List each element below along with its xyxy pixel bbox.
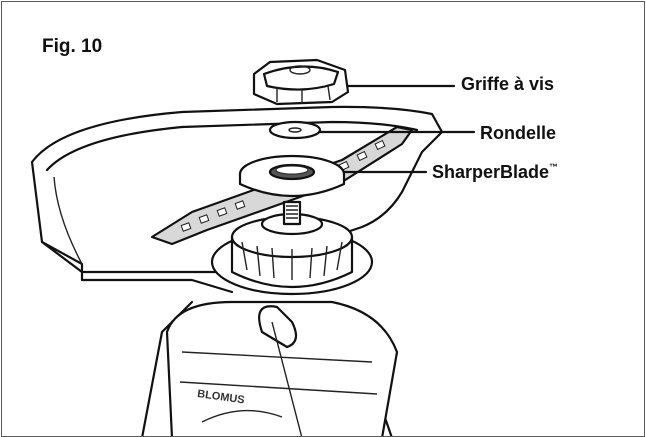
callout-sharperblade: SharperBlade™ — [432, 162, 559, 182]
sharperblade-part — [238, 154, 346, 198]
base-body: BLOMUS — [141, 300, 399, 436]
figure-label: Fig. 10 — [42, 36, 103, 57]
callout-griffe-a-vis: Griffe à vis — [461, 74, 555, 94]
griffe-a-vis-part — [252, 58, 350, 106]
rondelle-part — [268, 120, 322, 140]
hub-assembly — [210, 200, 374, 296]
callout-rondelle: Rondelle — [480, 123, 557, 143]
callout-lines — [318, 84, 476, 174]
